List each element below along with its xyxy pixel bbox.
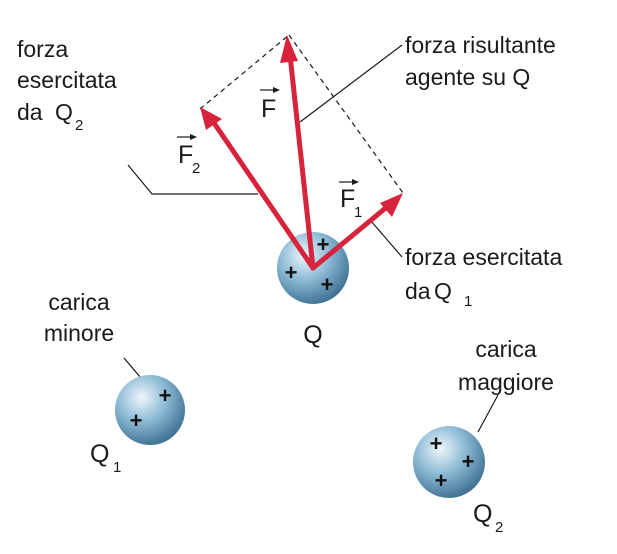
label-smaller-charge-line2: minore bbox=[44, 320, 114, 346]
charge-q2-plus-sign: + bbox=[435, 468, 448, 493]
force-arrows bbox=[200, 35, 403, 271]
arrow-f1 bbox=[310, 203, 391, 271]
label-larger-charge-line2: maggiore bbox=[458, 369, 554, 395]
arrowhead-f bbox=[280, 35, 298, 63]
label-force-from-q1: forza esercitata da Q 1 bbox=[405, 244, 562, 310]
charge-q1-plus-sign: + bbox=[159, 383, 172, 408]
label-resultant-line2: agente su Q bbox=[405, 64, 530, 90]
leader-line-q1-force bbox=[370, 220, 403, 258]
vector-arrowhead-over-f bbox=[273, 87, 280, 93]
charge-q-label: Q bbox=[303, 321, 322, 349]
vector-subscript-f2: 2 bbox=[192, 160, 200, 177]
vector-symbol-f2: F bbox=[178, 141, 193, 169]
arrowhead-f2 bbox=[200, 107, 222, 130]
dashed-line-f-to-f1 bbox=[288, 34, 404, 194]
label-smaller-charge-line1: carica bbox=[48, 289, 110, 315]
charge-q-plus-sign: + bbox=[285, 260, 298, 285]
label-force-from-q1-line1: forza esercitata bbox=[405, 244, 562, 270]
label-force-from-q2-line1: forza bbox=[17, 36, 68, 62]
vector-arrowhead-over-f1 bbox=[352, 179, 359, 185]
charge-q1-subscript: 1 bbox=[113, 459, 121, 476]
vector-label-f2: F 2 bbox=[177, 134, 200, 177]
charge-q-plus-sign: + bbox=[317, 232, 330, 257]
vector-symbol-f: F bbox=[261, 95, 276, 123]
charge-q1: carica minore + + Q 1 bbox=[44, 289, 185, 476]
charge-q1-symbol: Q bbox=[90, 440, 109, 468]
parallelogram-construction bbox=[199, 34, 404, 194]
charge-q1-plus-sign: + bbox=[130, 408, 143, 433]
label-force-from-q1-subscript: 1 bbox=[464, 293, 472, 310]
vector-arrowhead-over-f2 bbox=[190, 134, 197, 140]
arrow-f bbox=[287, 52, 316, 271]
dashed-line-f2-to-f bbox=[199, 34, 290, 110]
arrowhead-f1 bbox=[380, 193, 403, 217]
vector-subscript-f1: 1 bbox=[354, 204, 362, 221]
charge-q2: carica maggiore + + + Q 2 bbox=[413, 336, 554, 536]
label-resultant-force: forza risultante agente su Q bbox=[405, 32, 556, 90]
charge-q2-plus-sign: + bbox=[462, 449, 475, 474]
label-force-from-q2: forza esercitata da Q 2 bbox=[17, 36, 117, 134]
label-force-from-q1-line2-prefix: da bbox=[405, 278, 431, 304]
label-force-from-q2-line2: esercitata bbox=[17, 67, 117, 93]
label-force-from-q1-symbol: Q bbox=[434, 278, 452, 304]
label-resultant-line1: forza risultante bbox=[405, 32, 556, 58]
charge-q1-sphere bbox=[115, 375, 185, 445]
label-force-from-q2-subscript: 2 bbox=[75, 117, 83, 134]
leader-line-q2-force bbox=[127, 164, 258, 195]
leader-line-resultant bbox=[299, 44, 403, 123]
charge-q2-sphere bbox=[413, 426, 485, 498]
charge-q-plus-sign: + bbox=[321, 272, 334, 297]
charge-q2-symbol: Q bbox=[473, 500, 492, 528]
vector-label-f: F bbox=[260, 87, 280, 123]
vector-label-f1: F 1 bbox=[339, 179, 362, 221]
leader-line-larger-charge bbox=[477, 394, 499, 433]
vector-symbol-f1: F bbox=[340, 185, 355, 213]
label-force-from-q2-symbol: Q bbox=[55, 99, 73, 125]
charge-q2-subscript: 2 bbox=[495, 519, 503, 536]
label-larger-charge-line1: carica bbox=[475, 336, 537, 362]
label-force-from-q2-line3-prefix: da bbox=[17, 99, 43, 125]
arrow-f2 bbox=[209, 117, 316, 271]
charge-q2-plus-sign: + bbox=[430, 431, 443, 456]
